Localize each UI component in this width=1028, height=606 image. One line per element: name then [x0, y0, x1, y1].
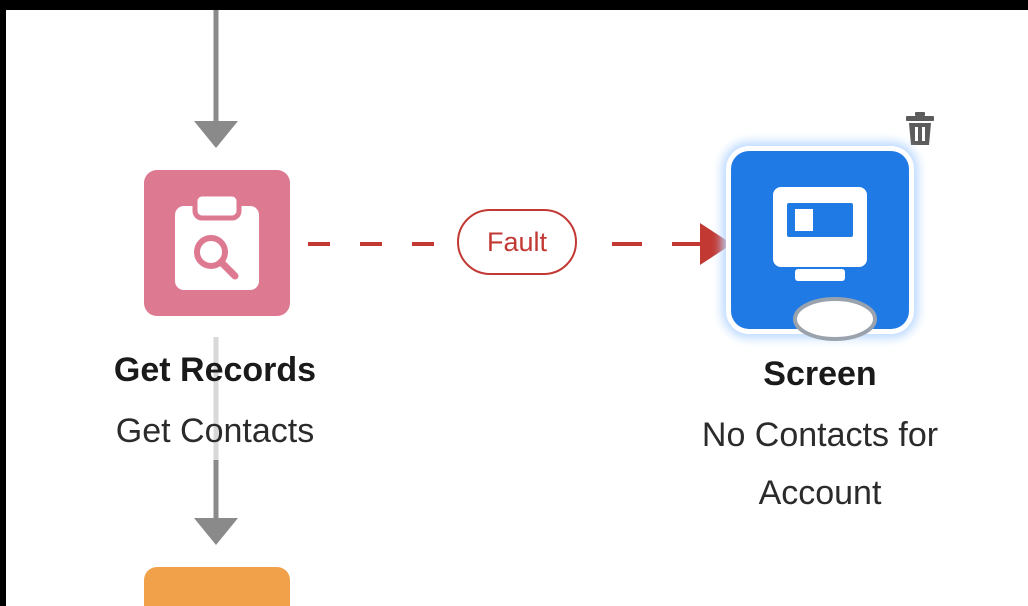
screen-name-label: No Contacts for Account: [701, 416, 939, 512]
connector-layer: [194, 5, 732, 545]
trash-icon[interactable]: [900, 109, 940, 149]
fault-connector-arrow: [700, 223, 732, 265]
get-records-type-label: Get Records: [113, 351, 317, 389]
clipboard-search-icon: [175, 194, 259, 290]
screen-icon: [773, 187, 867, 281]
incoming-connector-arrow: [194, 121, 238, 148]
screen-type-label: Screen: [763, 355, 877, 393]
connector-handle[interactable]: [791, 295, 879, 343]
get-records-name-label: Get Contacts: [115, 412, 315, 450]
next-element-node[interactable]: [144, 567, 290, 606]
get-records-node[interactable]: [144, 170, 290, 316]
outgoing-connector-arrow: [194, 518, 238, 545]
fault-connector-label[interactable]: Fault: [457, 209, 577, 275]
